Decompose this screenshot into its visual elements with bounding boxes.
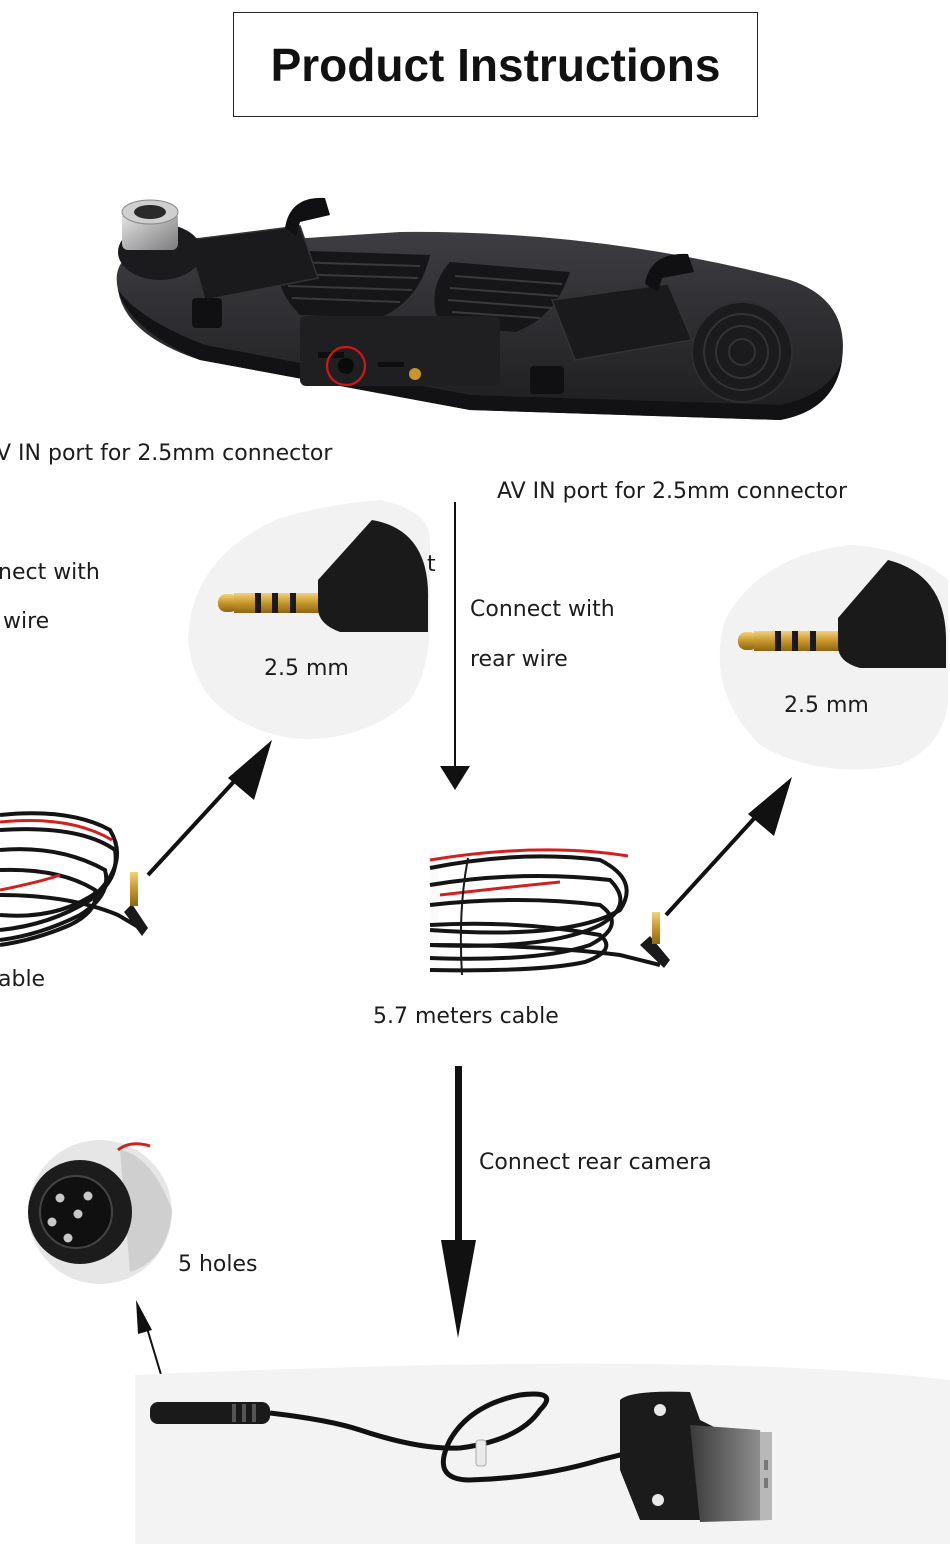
left-cable-coil	[0, 811, 148, 947]
left-connector-size: 2.5 mm	[264, 656, 349, 681]
connect-camera-label: Connect rear camera	[479, 1150, 712, 1175]
arrow-down-to-camera	[441, 1066, 476, 1338]
left-connect-line1: nect with	[0, 560, 100, 585]
mirror-dashcam	[116, 197, 843, 420]
right-port-label: AV IN port for 2.5mm connector	[497, 479, 848, 504]
right-connect-line2: rear wire	[470, 647, 568, 672]
right-connector-size: 2.5 mm	[784, 693, 869, 718]
arrow-right-cable-to-connector	[664, 777, 792, 917]
left-port-label: V IN port for 2.5mm connector	[0, 441, 333, 466]
left-cable-label: able	[0, 967, 46, 992]
title-box: Product Instructions	[233, 12, 758, 117]
arrow-down-to-cable	[440, 502, 470, 790]
right-connector-detail	[719, 545, 948, 770]
left-connector-detail	[188, 500, 430, 739]
page-title: Product Instructions	[270, 38, 721, 91]
right-connect-line1: Connect with	[470, 597, 615, 622]
port-highlight-circle	[325, 345, 367, 387]
stray-character: t	[427, 552, 436, 577]
arrow-left-cable-to-connector	[146, 740, 272, 877]
five-hole-connector-detail	[28, 1140, 172, 1284]
left-connect-line2: wire	[3, 609, 50, 634]
cable-length-label: 5.7 meters cable	[373, 1004, 559, 1029]
five-holes-label: 5 holes	[178, 1252, 258, 1277]
right-cable-coil	[429, 848, 670, 976]
rear-camera	[135, 1363, 950, 1544]
